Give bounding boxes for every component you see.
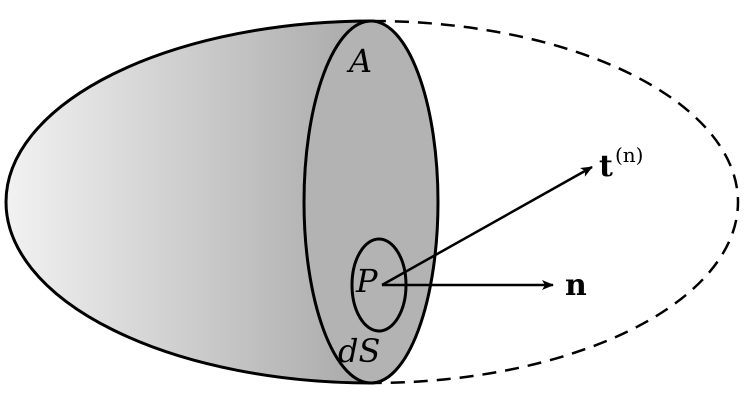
point-label: P xyxy=(355,262,378,300)
traction-vector-superscript: (n) xyxy=(615,143,644,167)
normal-vector-label: n xyxy=(565,268,587,303)
body-left-half xyxy=(4,19,374,385)
element-label: dS xyxy=(338,332,380,370)
body-right-half-dashed xyxy=(371,19,740,385)
area-label: A xyxy=(346,42,372,80)
traction-vector-arrow xyxy=(381,165,593,287)
traction-vector-label: t xyxy=(599,149,613,184)
